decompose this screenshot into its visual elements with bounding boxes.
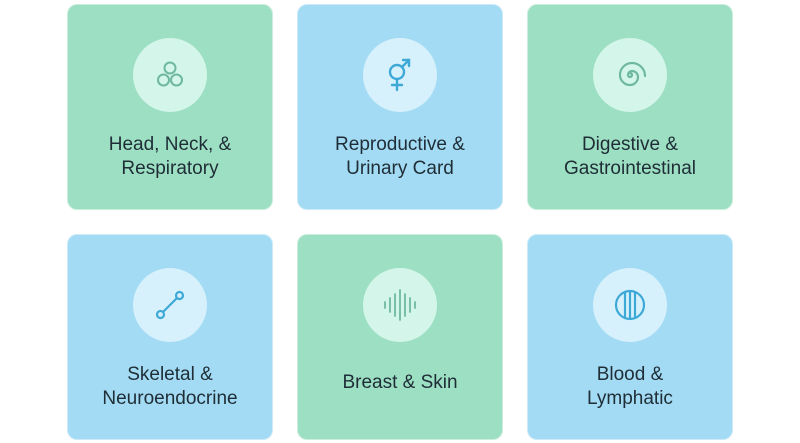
card-label: Digestive & Gastrointestinal (536, 133, 724, 181)
icon-badge (363, 268, 437, 342)
card-breast-skin[interactable]: Breast & Skin (297, 234, 503, 440)
card-label-line: Head, Neck, & (108, 134, 232, 155)
card-label-line: Digestive & (581, 134, 679, 155)
card-label: Head, Neck, & Respiratory (76, 133, 264, 181)
card-label-line: Neuroendocrine (102, 388, 238, 409)
card-label-line: Skeletal & (127, 364, 213, 385)
card-label: Reproductive & Urinary Card (306, 133, 494, 181)
card-label-line: Gastrointestinal (563, 158, 696, 179)
card-label-line: Respiratory (121, 158, 219, 179)
card-skeletal-neuroendocrine[interactable]: Skeletal & Neuroendocrine (67, 234, 273, 440)
card-digestive-gastrointestinal[interactable]: Digestive & Gastrointestinal (527, 4, 733, 210)
icon-badge (133, 268, 207, 342)
card-head-neck-respiratory[interactable]: Head, Neck, & Respiratory (67, 4, 273, 210)
card-label-line: Breast & Skin (342, 372, 458, 393)
spiral-icon (618, 61, 647, 87)
bone-link-icon (155, 290, 185, 320)
card-label-line: Reproductive & (335, 134, 465, 155)
sound-wave-icon (384, 289, 416, 321)
card-label-line: Urinary Card (346, 158, 454, 179)
card-label-line: Blood & (596, 364, 664, 385)
card-label-line: Lymphatic (587, 388, 673, 409)
icon-badge (593, 38, 667, 112)
icon-badge (363, 38, 437, 112)
card-reproductive-urinary[interactable]: Reproductive & Urinary Card (297, 4, 503, 210)
card-label: Skeletal & Neuroendocrine (76, 363, 264, 411)
gender-symbol-icon (388, 58, 411, 92)
icon-badge (593, 268, 667, 342)
striped-circle-icon (614, 289, 646, 321)
card-blood-lymphatic[interactable]: Blood & Lymphatic (527, 234, 733, 440)
three-circles-icon (157, 61, 183, 87)
card-label: Blood & Lymphatic (536, 363, 724, 411)
card-label: Breast & Skin (306, 371, 494, 395)
icon-badge (133, 38, 207, 112)
